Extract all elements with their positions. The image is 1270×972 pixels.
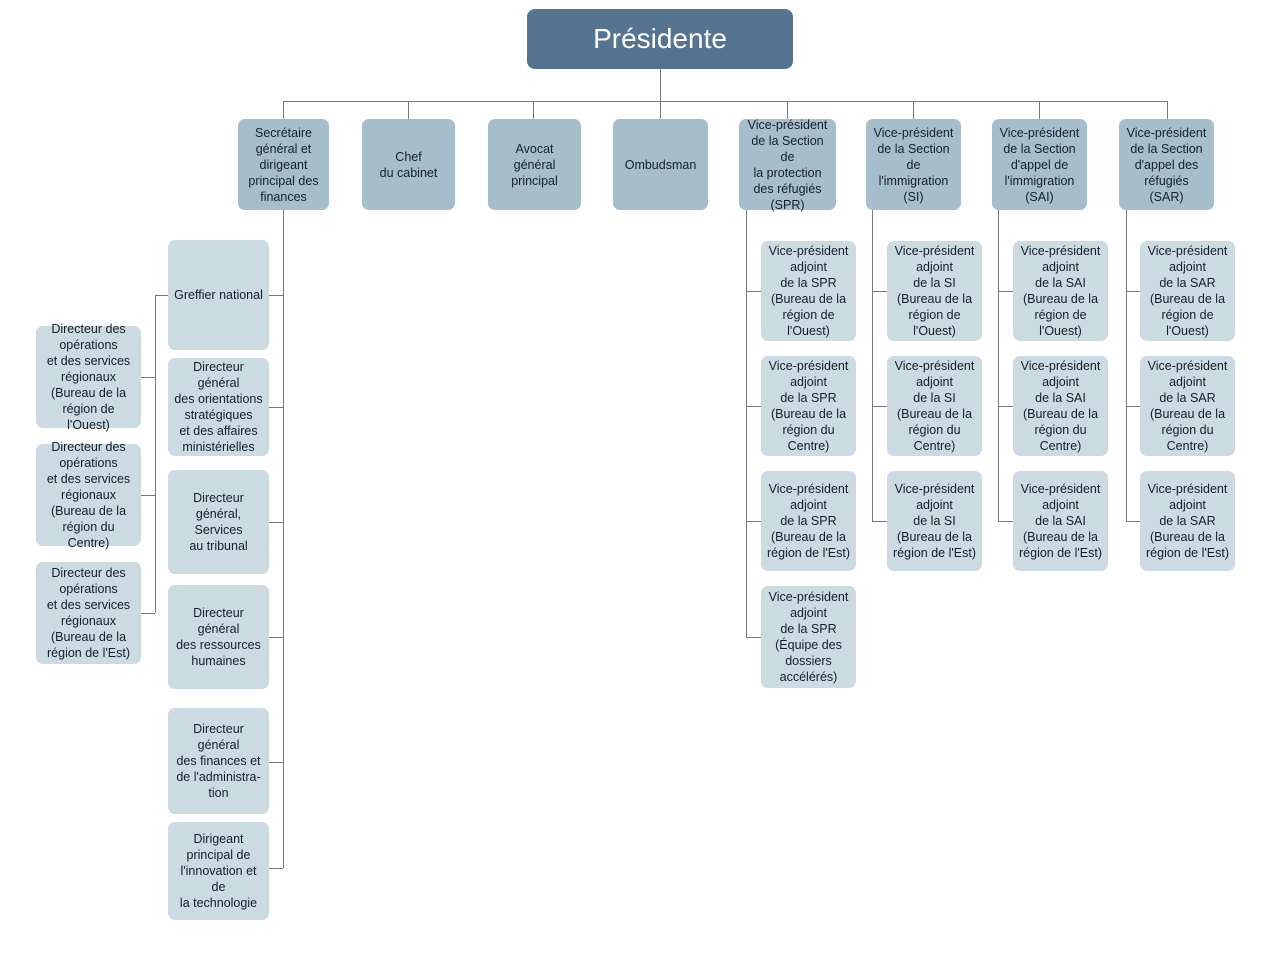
connector-stub-dg-fin [269,762,283,763]
connector-sai-spine [998,210,999,521]
connector-drop-avocat [533,101,534,119]
node-presidente[interactable]: Présidente [527,9,793,69]
node-dirigeant-innovation-technologie[interactable]: Dirigeant principal de l'innovation et d… [168,822,269,920]
connector-regional-spine [155,295,156,613]
connector-drop-vp-si [913,101,914,119]
node-vp-adjoint-si-ouest[interactable]: Vice-président adjoint de la SI (Bureau … [887,241,982,341]
node-dg-orientations-strategiques[interactable]: Directeur général des orientations strat… [168,358,269,456]
node-vp-section-appel-refugies[interactable]: Vice-président de la Section d'appel des… [1119,119,1214,210]
connector-secretariat-spine [283,210,284,868]
node-secretaire-general[interactable]: Secrétaire général et dirigeant principa… [238,119,329,210]
node-chef-du-cabinet[interactable]: Chef du cabinet [362,119,455,210]
connector-stub-spr-centre [746,406,761,407]
connector-stub-sar-est [1126,521,1140,522]
connector-stub-sai-est [998,521,1013,522]
node-vp-adjoint-si-centre[interactable]: Vice-président adjoint de la SI (Bureau … [887,356,982,456]
node-avocat-general-principal[interactable]: Avocat général principal [488,119,581,210]
connector-drop-vp-spr [787,101,788,119]
connector-drop-vp-sai [1039,101,1040,119]
connector-stub-sar-ouest [1126,291,1140,292]
connector-stub-greffier [269,295,283,296]
connector-stub-sar-centre [1126,406,1140,407]
node-directeur-operations-centre[interactable]: Directeur des opérations et des services… [36,440,141,550]
node-dg-ressources-humaines[interactable]: Directeur général des ressources humaine… [168,585,269,689]
connector-stub-dpi-tech [269,868,283,869]
connector-drop-ombudsman [660,101,661,119]
connector-stub-spr-ouest [746,291,761,292]
node-vp-section-immigration[interactable]: Vice-président de la Section de l'immigr… [866,119,961,210]
connector-root-drop [660,69,661,101]
node-vp-adjoint-sar-est[interactable]: Vice-président adjoint de la SAR (Bureau… [1140,471,1235,571]
node-vp-section-appel-immigration[interactable]: Vice-président de la Section d'appel de … [992,119,1087,210]
node-vp-adjoint-si-est[interactable]: Vice-président adjoint de la SI (Bureau … [887,471,982,571]
node-vp-adjoint-sar-centre[interactable]: Vice-président adjoint de la SAR (Bureau… [1140,356,1235,456]
connector-stub-spr-est [746,521,761,522]
connector-stub-sai-centre [998,406,1013,407]
connector-exec-bus [283,101,1167,102]
connector-stub-dops-est [141,613,155,614]
connector-greffier-left-stub [155,295,168,296]
connector-stub-si-est [872,521,887,522]
node-vp-adjoint-spr-accelere[interactable]: Vice-président adjoint de la SPR (Équipe… [761,586,856,688]
connector-drop-chef [408,101,409,119]
node-vp-adjoint-sar-ouest[interactable]: Vice-président adjoint de la SAR (Bureau… [1140,241,1235,341]
node-vp-section-protection-refugies[interactable]: Vice-président de la Section de la prote… [739,118,836,212]
node-vp-adjoint-spr-centre[interactable]: Vice-président adjoint de la SPR (Bureau… [761,356,856,456]
node-vp-adjoint-sai-ouest[interactable]: Vice-président adjoint de la SAI (Bureau… [1013,241,1108,341]
connector-stub-sai-ouest [998,291,1013,292]
connector-stub-dg-orient [269,407,283,408]
connector-stub-dops-ouest [141,377,155,378]
node-vp-adjoint-sai-centre[interactable]: Vice-président adjoint de la SAI (Bureau… [1013,356,1108,456]
connector-stub-dg-tribunal [269,522,283,523]
node-ombudsman[interactable]: Ombudsman [613,119,708,210]
connector-drop-vp-sar [1167,101,1168,119]
node-vp-adjoint-sai-est[interactable]: Vice-président adjoint de la SAI (Bureau… [1013,471,1108,571]
node-vp-adjoint-spr-est[interactable]: Vice-président adjoint de la SPR (Bureau… [761,471,856,571]
connector-drop-sg [283,101,284,119]
node-dg-services-au-tribunal[interactable]: Directeur général, Services au tribunal [168,470,269,574]
node-dg-finances-administration[interactable]: Directeur général des finances et de l'a… [168,708,269,814]
node-vp-adjoint-spr-ouest[interactable]: Vice-président adjoint de la SPR (Bureau… [761,241,856,341]
connector-si-spine [872,210,873,521]
connector-sar-spine [1126,210,1127,521]
connector-stub-dops-centre [141,495,155,496]
connector-stub-dg-rh [269,637,283,638]
connector-stub-si-ouest [872,291,887,292]
connector-spr-spine [746,210,747,637]
node-directeur-operations-ouest[interactable]: Directeur des opérations et des services… [36,322,141,432]
connector-stub-spr-accel [746,637,761,638]
node-directeur-operations-est[interactable]: Directeur des opérations et des services… [36,562,141,664]
connector-stub-si-centre [872,406,887,407]
node-greffier-national[interactable]: Greffier national [168,240,269,350]
